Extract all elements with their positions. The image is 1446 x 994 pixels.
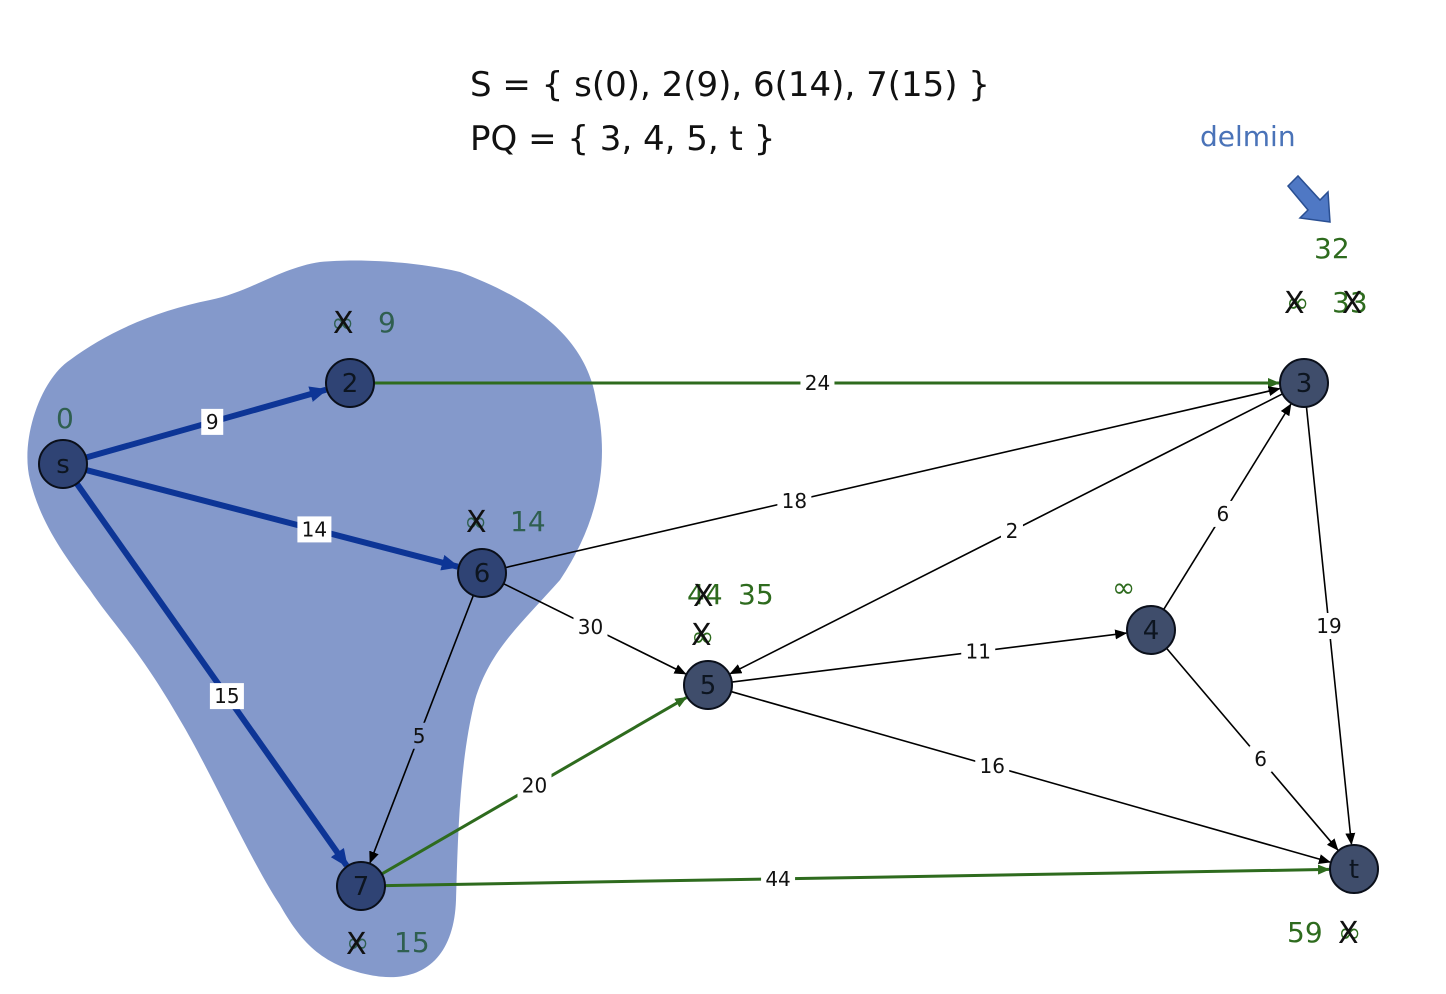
cross-mark: X xyxy=(1338,916,1359,951)
node-4: 4 xyxy=(1126,605,1176,655)
edge-s-7 xyxy=(74,481,350,868)
edge-weight-7-5: 20 xyxy=(522,774,547,798)
node-label: t xyxy=(1349,855,1359,885)
edge-weight-4-t: 6 xyxy=(1254,747,1267,771)
node-circle xyxy=(336,861,386,911)
edge-label-bg xyxy=(961,638,996,665)
node-2: 2 xyxy=(325,358,375,408)
edge-label-bg xyxy=(573,613,608,640)
node-t: t xyxy=(1329,844,1379,894)
node-label: 3 xyxy=(1296,369,1313,399)
edge-label-bg xyxy=(777,487,812,514)
edge-label-bg xyxy=(408,722,431,749)
edge-label-bg xyxy=(800,370,835,396)
edge-weight-7-t: 44 xyxy=(765,867,790,891)
node-circle xyxy=(38,439,88,489)
node-circle xyxy=(325,358,375,408)
edge-weight-6-3: 18 xyxy=(782,489,807,513)
dist-3-old0: ∞ xyxy=(1286,286,1309,319)
node-7: 7 xyxy=(336,861,386,911)
edge-6-3 xyxy=(505,386,1281,569)
edge-weight-5-4: 11 xyxy=(966,639,991,663)
node-label: 5 xyxy=(700,671,717,701)
node-circle xyxy=(1126,605,1176,655)
cross-mark: X xyxy=(1284,286,1305,321)
edge-weight-s-7: 15 xyxy=(214,684,239,708)
edge-label-bg xyxy=(1312,613,1346,639)
node-6: 6 xyxy=(457,548,507,598)
edge-weight-3-5: 2 xyxy=(1006,519,1019,543)
node-circle xyxy=(457,548,507,598)
node-label: 7 xyxy=(353,872,370,902)
edge-s-6 xyxy=(85,467,460,571)
edge-weight-3-t: 19 xyxy=(1316,614,1341,638)
edge-weight-6-7: 5 xyxy=(413,724,426,748)
cross-mark: X xyxy=(693,579,714,614)
node-circle xyxy=(1279,358,1329,408)
edge-label-bg xyxy=(761,865,796,892)
edge-label-bg xyxy=(1249,746,1272,773)
edge-label-bg xyxy=(201,408,224,435)
nodes-layer: s 2 6 7 5 4 3 t xyxy=(38,358,1379,911)
edge-label-bg xyxy=(1000,517,1023,544)
edge-label-bg xyxy=(975,752,1010,779)
dist-t-old: ∞ xyxy=(1338,916,1361,949)
node-s: s xyxy=(38,439,88,489)
dist-3-old1: 33 xyxy=(1332,286,1368,319)
dist-5-old1: 44 xyxy=(687,578,723,611)
edge-weight-6-5: 30 xyxy=(578,615,603,639)
node-circle xyxy=(683,660,733,710)
delmin-label: delmin xyxy=(1200,120,1296,153)
cross-mark: X xyxy=(333,306,354,341)
edge-7-t xyxy=(384,864,1331,888)
edge-5-4 xyxy=(731,629,1128,683)
node-3: 3 xyxy=(1279,358,1329,408)
edge-weight-s-2: 9 xyxy=(206,410,219,434)
dist-2-old: ∞ xyxy=(331,306,354,339)
dist-6-new: 14 xyxy=(510,505,546,538)
edge-label-bg xyxy=(1211,500,1234,527)
visited-set-region xyxy=(27,260,602,978)
dist-6-old: ∞ xyxy=(464,505,487,538)
edge-weight-s-6: 14 xyxy=(302,517,327,541)
dist-5-new: 35 xyxy=(738,578,774,611)
dist-s: 0 xyxy=(56,402,74,435)
priority-queue-label: PQ = { 3, 4, 5, t } xyxy=(470,119,775,159)
node-5: 5 xyxy=(683,660,733,710)
edge-label-bg xyxy=(517,772,552,799)
node-label: s xyxy=(56,450,70,480)
dist-2-new: 9 xyxy=(378,306,396,339)
edge-5-t xyxy=(730,690,1331,864)
cross-mark: X xyxy=(1342,286,1363,321)
edge-label-bg xyxy=(209,683,244,710)
dist-5-old0: ∞ xyxy=(691,620,714,653)
node-label: 2 xyxy=(342,369,359,399)
dist-7-old: ∞ xyxy=(346,926,369,959)
cross-mark: X xyxy=(691,618,712,653)
edge-weight-2-3: 24 xyxy=(805,371,830,395)
edge-weight-4-3: 6 xyxy=(1217,502,1230,526)
node-circle xyxy=(1329,844,1379,894)
delmin-arrow-icon xyxy=(1286,174,1331,223)
dist-t-new: 59 xyxy=(1287,916,1323,949)
node-label: 6 xyxy=(474,559,491,589)
dist-4: ∞ xyxy=(1112,571,1135,604)
visited-set-label: S = { s(0), 2(9), 6(14), 7(15) } xyxy=(470,65,990,105)
edge-weight-5-t: 16 xyxy=(980,754,1005,778)
node-label: 4 xyxy=(1143,616,1160,646)
cross-mark: X xyxy=(466,505,487,540)
dist-3-current: 32 xyxy=(1314,232,1350,265)
dist-7-new: 15 xyxy=(394,926,430,959)
annotations: 0 ∞ X 9 ∞ X 14 ∞ X 15 44 X 35 ∞ X ∞ 32 ∞… xyxy=(56,232,1368,962)
cross-mark: X xyxy=(346,927,367,962)
edge-label-bg xyxy=(297,516,332,543)
